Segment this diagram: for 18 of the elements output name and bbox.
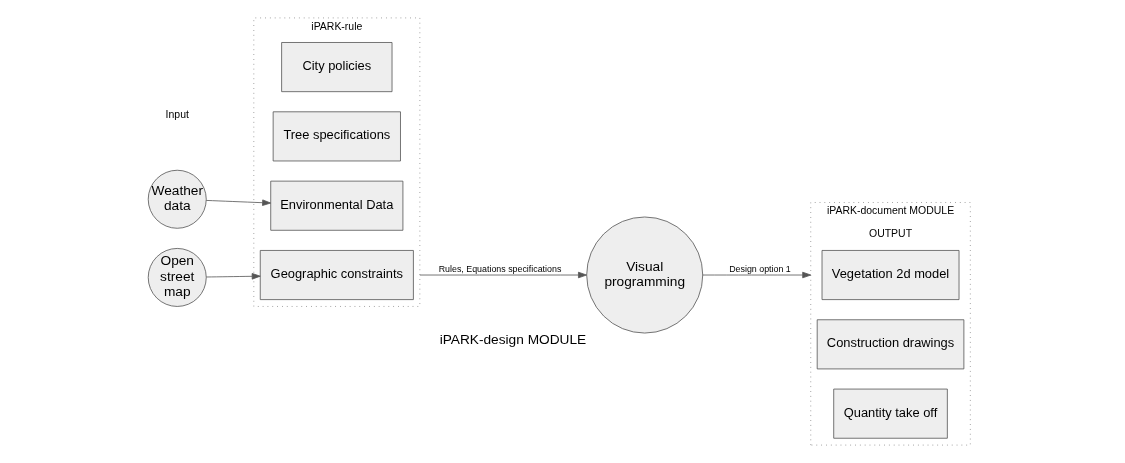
node-circle: Weather data [147, 169, 207, 229]
arrow [419, 271, 587, 279]
node-box: Tree specifications [272, 111, 401, 162]
arrow [205, 273, 261, 280]
node-box: Quantity take off [833, 388, 948, 439]
node-circle: Visual programming [586, 216, 704, 334]
label: Input [165, 109, 189, 121]
arrow [205, 199, 272, 206]
edge-label: Design option 1 [729, 264, 791, 275]
node-circle: Open street map [147, 248, 207, 307]
node-label: iPARK-design MODULE [439, 332, 587, 348]
node-box: Construction drawings [816, 319, 965, 370]
arrow [702, 271, 812, 279]
node-box: Geographic constraints [259, 250, 414, 300]
node-box: Environmental Data [270, 180, 404, 231]
node-box: City policies [281, 42, 393, 93]
edge-label: Rules, Equations specifications [438, 264, 562, 275]
node-box: Vegetation 2d model [821, 250, 960, 300]
